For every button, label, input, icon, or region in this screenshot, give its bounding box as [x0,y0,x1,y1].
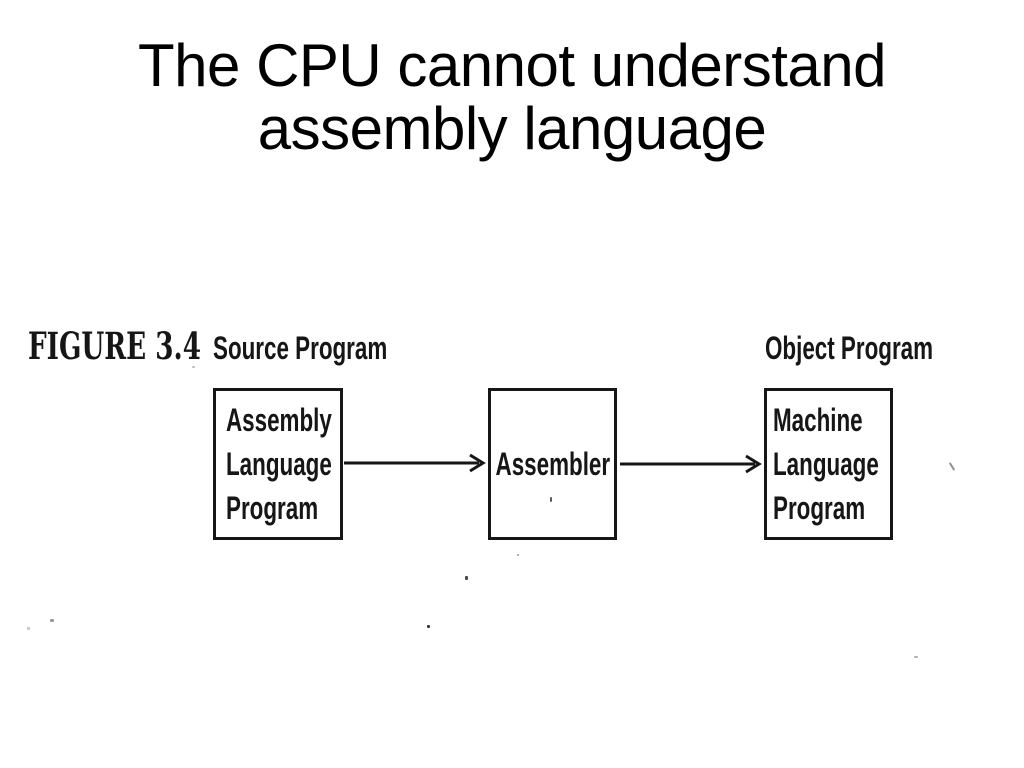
machine-box-line3: Program [773,490,866,526]
assembly-box-line3: Program [226,490,319,526]
assembler-box-line1: Assembler [495,446,610,482]
slide-title-line2: assembly language [257,95,767,162]
machine-box-line2: Language [773,446,879,482]
scan-speck [550,497,552,502]
figure-number-label: FIGURE 3.4 [28,324,201,368]
assembler-box: Assembler [488,388,617,540]
machine-box-line1: Machine [773,402,863,438]
scan-speck [465,576,468,580]
scan-speck [192,366,195,368]
arrow-assembler-to-object [620,454,762,474]
slide-title: The CPU cannot understand assembly langu… [0,34,1024,160]
scan-speck [914,656,918,658]
scan-speck [427,625,430,628]
scan-speck [948,462,956,471]
slide-title-line1: The CPU cannot understand [138,32,886,99]
assembly-language-program-box: Assembly Language Program [213,388,343,540]
object-program-label: Object Program [765,330,934,366]
arrow-source-to-assembler [344,453,486,473]
scan-speck [27,627,30,630]
scan-speck [50,619,54,622]
assembly-box-line2: Language [226,446,332,482]
scan-speck [517,554,519,556]
source-program-label: Source Program [213,330,388,366]
assembly-box-line1: Assembly [226,402,332,438]
machine-language-program-box: Machine Language Program [764,388,893,540]
